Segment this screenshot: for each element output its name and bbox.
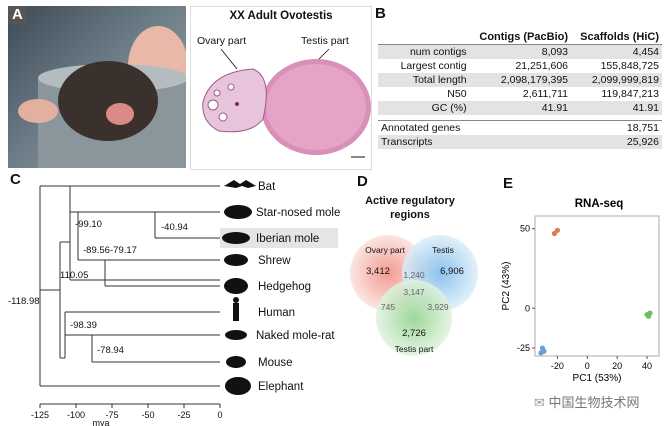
mole-photo xyxy=(8,6,186,168)
assembly-stats-table: Contigs (PacBio) Scaffolds (HiC) num con… xyxy=(378,30,662,149)
y-tick-label: 0 xyxy=(525,303,530,313)
table-row: Transcripts 25,926 xyxy=(378,135,662,149)
venn-value-all: 3,147 xyxy=(403,287,425,297)
node-label: -99.10 xyxy=(75,219,102,230)
axis-tick-label: 0 xyxy=(217,410,222,420)
venn-set-label: Ovary part xyxy=(365,245,405,255)
taxon-label: Iberian mole xyxy=(256,233,319,245)
venn-title-line2: regions xyxy=(390,209,430,221)
venn-value-testis-part: 2,726 xyxy=(402,328,426,339)
testis-part-label: Testis part xyxy=(301,35,349,47)
taxon-label: Shrew xyxy=(258,255,291,267)
x-tick-label: -20 xyxy=(551,361,564,371)
iberian-mole-icon xyxy=(222,232,250,244)
y-tick-label: 50 xyxy=(520,224,530,234)
venn-set-label: Testis xyxy=(432,245,454,255)
rna-seq-pca-chart: RNA-seq -20 0 20 40 50 0 -25 PC1 (53%) PC2 (4… xyxy=(501,198,660,384)
axis-tick-label: -50 xyxy=(141,410,154,420)
panel-label-d: D xyxy=(357,173,368,190)
data-point xyxy=(538,350,544,356)
human-icon xyxy=(233,297,239,321)
col-scaffolds-header: Scaffolds (HiC) xyxy=(580,31,659,43)
taxon-label: Naked mole-rat xyxy=(256,330,335,342)
col-contigs-header: Contigs (PacBio) xyxy=(479,31,569,43)
x-axis-label: PC1 (53%) xyxy=(573,373,622,384)
x-tick-label: 40 xyxy=(642,361,652,371)
data-point xyxy=(554,227,561,233)
panel-label-b: B xyxy=(375,5,386,22)
ovotestis-histology: XX Adult Ovotestis Ovary part Testis par… xyxy=(190,6,372,170)
venn-diagram: Active regulatory regions Ovary part Tes… xyxy=(350,195,478,356)
iberian-mole-highlight xyxy=(220,228,338,248)
table-row: Largest contig 21,251,606 155,848,725 xyxy=(400,60,659,72)
wechat-icon: ✉ xyxy=(534,395,545,410)
taxon-label: Mouse xyxy=(258,357,293,369)
histology-title: XX Adult Ovotestis xyxy=(229,10,333,22)
taxon-label: Bat xyxy=(258,181,276,193)
panel-label-e: E xyxy=(503,175,514,192)
venn-value-testis-testispart: 3,929 xyxy=(427,302,449,312)
mouse-icon xyxy=(226,356,246,368)
venn-value-ovary-testispart: 745 xyxy=(381,302,395,312)
data-point xyxy=(645,313,652,319)
histology-drawing xyxy=(202,48,371,158)
taxon-label: Hedgehog xyxy=(258,281,311,293)
naked-mole-rat-icon xyxy=(225,330,247,340)
animal-silhouettes xyxy=(222,180,256,395)
y-tick-label: -25 xyxy=(517,343,530,353)
node-label: -78.94 xyxy=(97,345,124,356)
plot-area xyxy=(534,215,660,357)
table-row: GC (%) 41.91 41.91 xyxy=(378,101,662,115)
taxon-label: Elephant xyxy=(258,381,304,393)
table-row: Annotated genes 18,751 xyxy=(378,120,662,135)
time-axis xyxy=(39,403,221,408)
node-label: 110.05 xyxy=(60,270,88,281)
taxon-label: Star-nosed mole xyxy=(256,207,340,219)
bat-icon xyxy=(224,180,256,188)
axis-tick-label: -125 xyxy=(31,410,49,420)
axis-tick-label: -25 xyxy=(177,410,190,420)
venn-title-line1: Active regulatory xyxy=(365,195,456,207)
table-row: Total length 2,098,179,395 2,099,999,819 xyxy=(378,73,662,87)
node-label: -40.94 xyxy=(161,222,188,233)
node-label: -89.56 xyxy=(83,245,110,256)
watermark-text: 中国生物技术网 xyxy=(548,395,640,410)
x-tick-label: 20 xyxy=(612,361,622,371)
mole-photo-illustration xyxy=(18,26,186,168)
node-label: -118.98 xyxy=(8,296,40,307)
x-tick-label: 0 xyxy=(585,361,590,371)
venn-set-label: Testis part xyxy=(395,344,434,354)
star-nosed-mole-icon xyxy=(224,205,252,219)
venn-value-ovary-testis: 1,240 xyxy=(403,270,425,280)
watermark: ✉ 中国生物技术网 xyxy=(534,392,640,411)
axis-tick-label: -75 xyxy=(105,410,118,420)
hedgehog-icon xyxy=(224,278,248,294)
elephant-icon xyxy=(225,377,251,395)
table-row: N50 2,611,711 119,847,213 xyxy=(447,88,659,100)
table-row: num contigs 8,093 4,454 xyxy=(378,44,662,59)
panel-label-c: C xyxy=(10,171,21,188)
axis-tick-label: -100 xyxy=(67,410,85,420)
venn-value-testis: 6,906 xyxy=(440,266,464,277)
y-axis-label: PC2 (43%) xyxy=(501,262,512,311)
phylogenetic-tree: -99.10 -40.94 -89.56 -79.17 110.05 -98.3… xyxy=(8,180,340,426)
node-label: -79.17 xyxy=(110,245,137,256)
tree-branches xyxy=(39,185,220,387)
ovary-part-label: Ovary part xyxy=(197,35,247,47)
venn-circle-testis-part xyxy=(376,280,452,356)
panel-label-a: A xyxy=(8,6,27,24)
node-label: -98.39 xyxy=(70,320,97,331)
chart-title: RNA-seq xyxy=(575,198,624,210)
venn-value-ovary: 3,412 xyxy=(366,266,390,277)
shrew-icon xyxy=(224,254,248,266)
taxon-label: Human xyxy=(258,307,295,319)
axis-label: mya xyxy=(92,418,109,426)
